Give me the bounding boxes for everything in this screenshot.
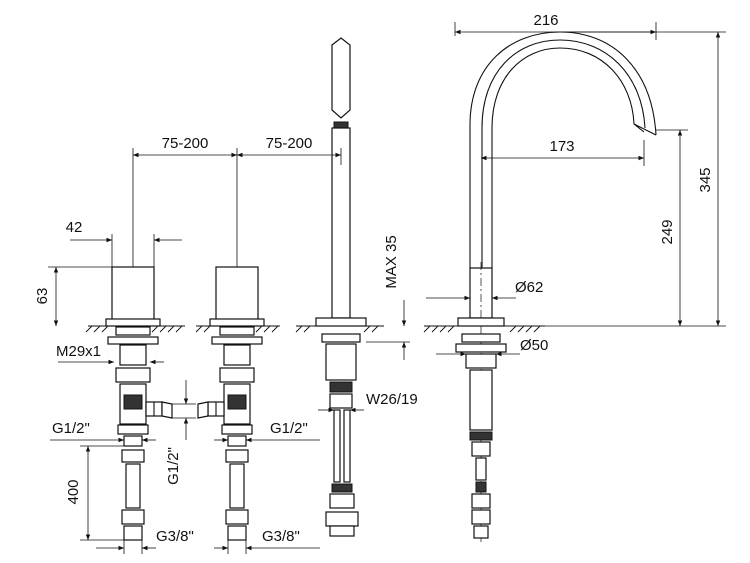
spout-front-view [455, 31, 657, 545]
right-handle-valve [209, 266, 265, 541]
left-inlet-fitting [145, 401, 173, 419]
dim-o62: Ø62 [515, 279, 543, 296]
dim-345: 345 [697, 167, 714, 192]
dim-216: 216 [533, 12, 558, 29]
dim-g12-vertical: G1/2" [165, 447, 182, 485]
dim-75-200-right: 75-200 [266, 135, 313, 152]
dim-173: 173 [549, 138, 574, 155]
dimension-lines [48, 22, 726, 554]
dim-400: 400 [65, 479, 82, 504]
dim-75-200-left: 75-200 [162, 135, 209, 152]
dim-249: 249 [659, 219, 676, 244]
dim-o50: Ø50 [520, 337, 548, 354]
dim-max-35: MAX 35 [383, 235, 400, 288]
dim-w26-19: W26/19 [366, 391, 418, 408]
dim-m29x1: M29x1 [56, 343, 101, 360]
spout-side-view [315, 37, 367, 537]
dim-g12-left: G1/2" [52, 420, 90, 437]
dim-42: 42 [66, 219, 83, 236]
dim-63: 63 [34, 288, 51, 305]
dim-g38-right: G3/8" [262, 528, 300, 545]
deck-surface [85, 325, 545, 333]
dim-g38-left: G3/8" [156, 528, 194, 545]
dim-g12-right: G1/2" [270, 420, 308, 437]
right-inlet-fitting [197, 401, 225, 419]
